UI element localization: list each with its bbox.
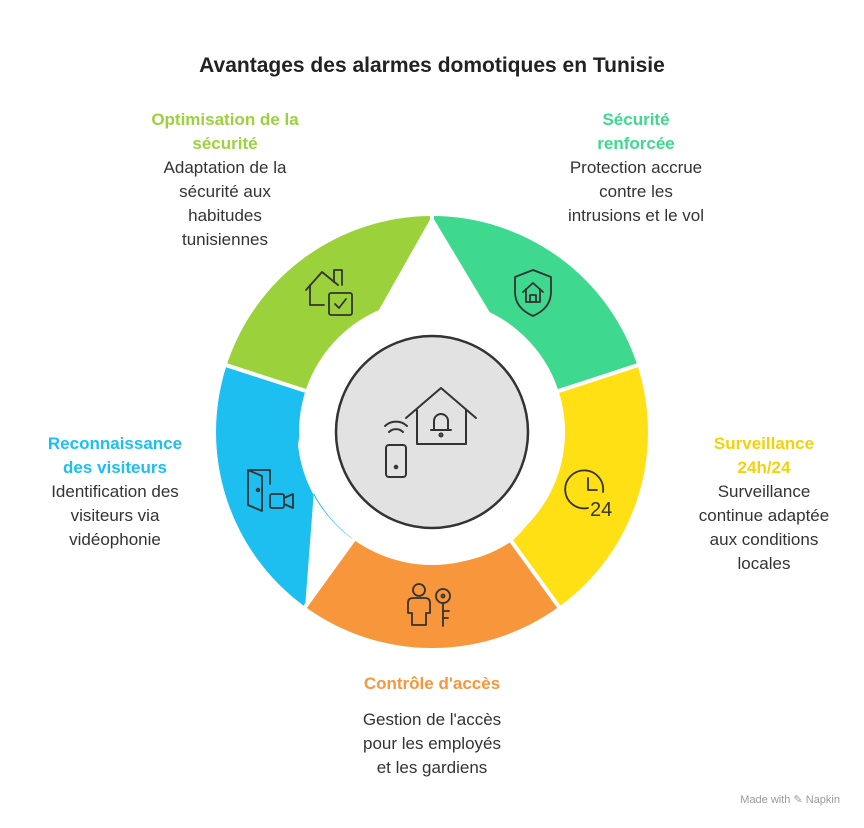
smart-home-bell-icon	[384, 387, 477, 478]
heading-line: des visiteurs	[63, 458, 167, 477]
segment-surveillance-description: Surveillance continue adaptée aux condit…	[664, 480, 864, 576]
house-check-icon	[305, 269, 353, 316]
description-line: visiteurs via	[70, 506, 160, 525]
description-line: locales	[737, 554, 791, 573]
door-camera-icon	[247, 469, 294, 512]
description-line: pour les employés	[363, 734, 501, 753]
center-circle	[334, 334, 530, 530]
segment-separators	[225, 216, 639, 608]
heading-line: 24h/24	[737, 458, 791, 477]
segment-securite-text: Sécurité renforcée Protection accrue con…	[520, 108, 752, 228]
heading-line: Surveillance	[713, 434, 815, 453]
description-line: Surveillance	[717, 482, 811, 501]
description-line: Protection accrue	[569, 158, 703, 177]
heading-line: Sécurité	[602, 110, 670, 129]
segment-reconnaissance-text: Reconnaissance des visiteurs Identificat…	[10, 432, 220, 552]
description-line: continue adaptée	[698, 506, 830, 525]
segment-reconnaissance-heading: Reconnaissance des visiteurs	[10, 432, 220, 480]
shield-house-icon	[514, 269, 552, 317]
person-key-icon	[407, 583, 451, 627]
inner-ring-pieces	[304, 306, 559, 548]
segment-controle	[305, 528, 559, 649]
heading-line: Reconnaissance	[47, 434, 183, 453]
heading-line: Optimisation de la	[151, 110, 299, 129]
description-line: habitudes	[188, 206, 262, 225]
description-line: Identification des	[51, 482, 179, 501]
segment-optimisation-heading: Optimisation de la sécurité	[110, 108, 340, 156]
heading-line: renforcée	[597, 134, 675, 153]
segment-controle-heading: Contrôle d'accès	[300, 672, 564, 696]
segment-surveillance-text: Surveillance 24h/24 Surveillance continu…	[664, 432, 864, 576]
segment-securite-description: Protection accrue contre les intrusions …	[520, 156, 752, 228]
segment-surveillance-heading: Surveillance 24h/24	[664, 432, 864, 480]
description-line: contre les	[599, 182, 673, 201]
segment-securite	[432, 216, 638, 392]
segment-reconnaissance-description: Identification des visiteurs via vidéoph…	[10, 480, 220, 552]
svg-text:24: 24	[590, 499, 612, 521]
description-line: sécurité aux	[179, 182, 271, 201]
description-line: tunisiennes	[181, 230, 268, 249]
segment-optimisation-description: Adaptation de la sécurité aux habitudes …	[110, 156, 340, 252]
clock-24-icon: 24	[564, 469, 612, 521]
segment-reconnaissance	[216, 365, 354, 607]
description-line: aux conditions	[709, 530, 819, 549]
segment-securite-heading: Sécurité renforcée	[520, 108, 752, 156]
segment-controle-text: Contrôle d'accès Gestion de l'accès pour…	[300, 672, 564, 780]
description-line: et les gardiens	[376, 758, 488, 777]
segment-optimisation-text: Optimisation de la sécurité Adaptation d…	[110, 108, 340, 252]
segment-controle-description: Gestion de l'accès pour les employés et …	[300, 708, 564, 780]
description-line: Adaptation de la	[163, 158, 287, 177]
napkin-watermark: Made with ✎ Napkin	[740, 794, 840, 806]
diagram-title: Avantages des alarmes domotiques en Tuni…	[199, 54, 665, 77]
description-line: vidéophonie	[69, 530, 161, 549]
description-line: intrusions et le vol	[567, 206, 705, 225]
heading-line: sécurité	[192, 134, 258, 153]
heading-line: Contrôle d'accès	[363, 674, 501, 693]
description-line: Gestion de l'accès	[362, 710, 502, 729]
